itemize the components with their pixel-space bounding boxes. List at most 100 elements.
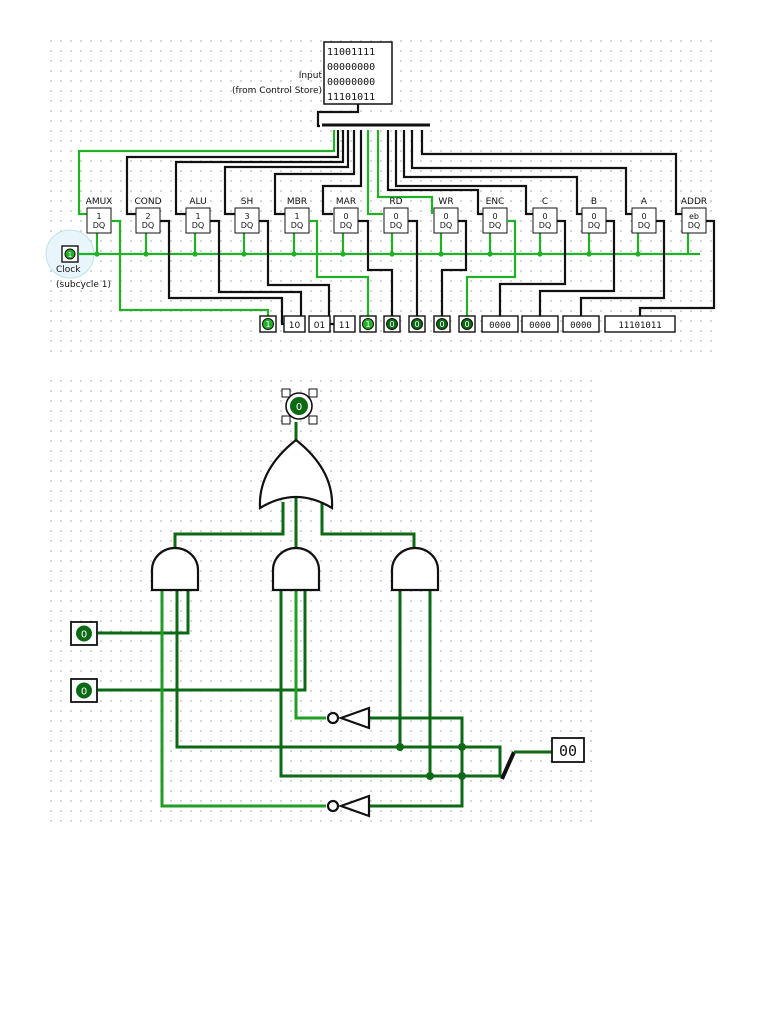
- output-addr: 11101011: [604, 315, 676, 333]
- output-c: 0000: [481, 315, 519, 333]
- register-value-c: 0: [542, 212, 547, 221]
- junction-dots: [396, 743, 466, 780]
- register-label-rd: RD: [389, 197, 402, 207]
- clock-input[interactable]: 1: [45, 229, 95, 279]
- output-amux: 1: [259, 315, 277, 333]
- output-pin[interactable]: 0: [281, 388, 318, 425]
- register-label-enc: ENC: [486, 197, 505, 207]
- svg-text:DQ: DQ: [192, 221, 204, 230]
- register-b[interactable]: B 0 DQ: [581, 197, 607, 234]
- control-store-input[interactable]: 11001111 00000000 00000000 11101011: [323, 41, 393, 105]
- svg-text:0: 0: [389, 320, 394, 329]
- register-addr[interactable]: ADDR eb DQ: [681, 197, 707, 234]
- register-value-wr: 0: [443, 212, 448, 221]
- svg-text:0000: 0000: [529, 321, 551, 331]
- input-pin-2[interactable]: 0: [70, 678, 98, 703]
- output-alu: 01: [308, 315, 331, 333]
- microinstruction-register-circuit: 11001111 00000000 00000000 11101011 Inpu…: [45, 40, 720, 358]
- input-row-3: 00000000: [327, 77, 375, 88]
- input-pin-1[interactable]: 0: [70, 621, 98, 646]
- register-sh[interactable]: SH 3 DQ: [234, 197, 260, 234]
- or-gate[interactable]: [258, 438, 334, 510]
- svg-text:1: 1: [365, 320, 370, 329]
- input-pin-1-value: 0: [81, 630, 87, 641]
- input-splitter: [316, 104, 432, 130]
- register-value-a: 0: [641, 212, 646, 221]
- register-label-addr: ADDR: [681, 197, 707, 207]
- output-cond: 10: [283, 315, 306, 333]
- register-alu[interactable]: ALU 1 DQ: [185, 197, 211, 234]
- svg-text:DQ: DQ: [93, 221, 105, 230]
- two-bit-input-pin[interactable]: 00: [551, 737, 585, 763]
- logic-wires: [98, 422, 552, 808]
- register-enc[interactable]: ENC 0 DQ: [482, 197, 508, 234]
- input-row-4: 11101011: [327, 92, 375, 103]
- svg-text:DQ: DQ: [291, 221, 303, 230]
- input-pin-2-value: 0: [81, 687, 87, 698]
- output-mbr: 1: [359, 315, 377, 333]
- register-to-output-wires: [111, 219, 716, 326]
- register-wr[interactable]: WR 0 DQ: [433, 197, 459, 234]
- register-value-mbr: 1: [294, 212, 299, 221]
- svg-text:11: 11: [339, 321, 350, 331]
- register-label-mbr: MBR: [287, 197, 307, 207]
- register-value-rd: 0: [393, 212, 398, 221]
- svg-text:DQ: DQ: [241, 221, 253, 230]
- svg-text:DQ: DQ: [390, 221, 402, 230]
- register-label-amux: AMUX: [86, 197, 113, 207]
- svg-text:DQ: DQ: [688, 221, 700, 230]
- register-value-b: 0: [591, 212, 596, 221]
- two-bit-input-value: 00: [559, 742, 577, 760]
- register-value-sh: 3: [244, 212, 249, 221]
- svg-text:DQ: DQ: [588, 221, 600, 230]
- and-gate-2[interactable]: [271, 546, 321, 592]
- output-wr: 0: [433, 315, 451, 333]
- not-gate-2[interactable]: [326, 794, 371, 818]
- register-label-wr: WR: [438, 197, 453, 207]
- output-a: 0000: [562, 315, 600, 333]
- register-mbr[interactable]: MBR 1 DQ: [284, 197, 310, 234]
- clock-sub-label: (subcycle 1): [56, 280, 111, 290]
- register-value-addr: eb: [689, 212, 699, 221]
- output-enc: 0: [458, 315, 476, 333]
- register-rd[interactable]: RD 0 DQ: [383, 197, 409, 234]
- clock-taps: [94, 232, 690, 257]
- and-gate-3[interactable]: [390, 546, 440, 592]
- condition-logic-circuit: 0 0 0 00: [50, 372, 592, 828]
- register-value-cond: 2: [145, 212, 150, 221]
- input-sub-label: (from Control Store): [232, 86, 322, 96]
- svg-text:1: 1: [265, 320, 270, 329]
- input-label: Input: [299, 71, 323, 81]
- register-label-sh: SH: [241, 197, 253, 207]
- output-rd: 0: [408, 315, 426, 333]
- bottom-grid: [50, 372, 592, 828]
- svg-text:01: 01: [314, 321, 325, 331]
- register-c[interactable]: C 0 DQ: [532, 197, 558, 234]
- output-mar: 0: [383, 315, 401, 333]
- and-gate-1[interactable]: [150, 546, 200, 592]
- splitter-to-register-wires: [77, 130, 682, 216]
- register-label-b: B: [591, 197, 597, 207]
- register-value-alu: 1: [195, 212, 200, 221]
- register-cond[interactable]: COND 2 DQ: [134, 197, 162, 234]
- output-probes: 1 10 01 11 1 0: [259, 315, 676, 333]
- input-row-2: 00000000: [327, 62, 375, 73]
- svg-text:0: 0: [464, 320, 469, 329]
- svg-text:DQ: DQ: [440, 221, 452, 230]
- svg-text:DQ: DQ: [539, 221, 551, 230]
- svg-text:0: 0: [439, 320, 444, 329]
- register-value-amux: 1: [96, 212, 101, 221]
- register-value-mar: 0: [343, 212, 348, 221]
- svg-text:0000: 0000: [570, 321, 592, 331]
- not-gate-1[interactable]: [326, 706, 371, 730]
- clock-label: Clock: [56, 265, 81, 275]
- register-amux[interactable]: AMUX 1 DQ: [86, 197, 113, 234]
- register-label-a: A: [641, 197, 648, 207]
- svg-text:0000: 0000: [489, 321, 511, 331]
- register-value-enc: 0: [492, 212, 497, 221]
- svg-text:DQ: DQ: [340, 221, 352, 230]
- svg-text:DQ: DQ: [142, 221, 154, 230]
- register-mar[interactable]: MAR 0 DQ: [333, 197, 359, 234]
- svg-text:0: 0: [414, 320, 419, 329]
